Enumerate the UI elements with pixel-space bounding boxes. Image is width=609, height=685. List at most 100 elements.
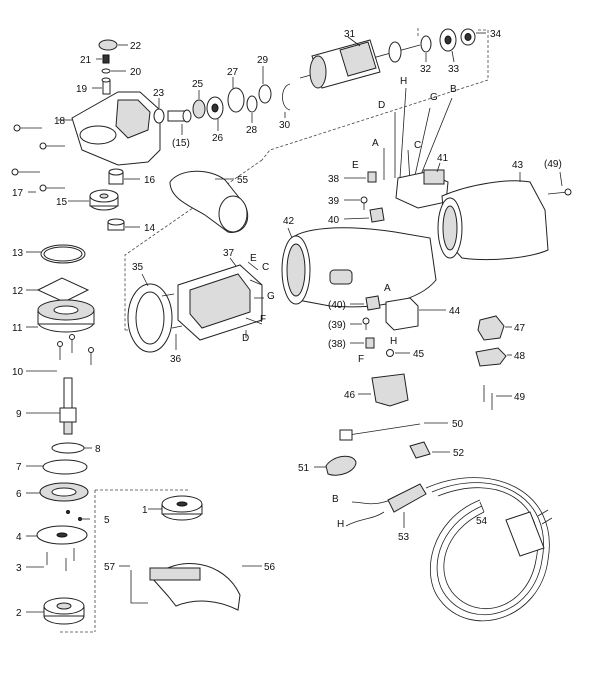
part-36-screws	[161, 293, 183, 350]
part-32-bearing	[420, 35, 432, 62]
wire-leads-top	[383, 87, 453, 183]
label-55: 55	[237, 175, 249, 186]
part-8-washer	[51, 442, 92, 454]
label-6: 6	[16, 489, 22, 500]
part-50-cable-guard	[339, 422, 448, 441]
label-28: 28	[246, 125, 258, 136]
part-21-spring	[96, 54, 110, 64]
part-39b-screw	[350, 317, 370, 330]
label-14: 14	[144, 223, 156, 234]
part-55-side-handle	[169, 170, 249, 233]
label-7: 7	[16, 462, 22, 473]
part-37-field-coil	[177, 257, 264, 341]
part-22-cap	[98, 39, 128, 51]
part-34-bearing	[460, 28, 486, 46]
part-41-switch-module	[395, 162, 449, 209]
label-50: 50	[452, 419, 464, 430]
label-49b: (49)	[544, 159, 562, 170]
wire-letter-e-coil: E	[250, 253, 257, 264]
label-27: 27	[227, 67, 239, 78]
part-49-screws	[483, 385, 512, 410]
part-20-washer	[101, 68, 126, 74]
label-12: 12	[12, 286, 24, 297]
part-26-bearing	[206, 96, 224, 131]
part-3-screws	[26, 548, 75, 571]
label-9: 9	[16, 409, 22, 420]
part-17-screws-top	[11, 124, 65, 193]
wire-letter-f-mid: F	[358, 354, 364, 365]
part-33-bearing	[439, 28, 457, 63]
label-54: 54	[476, 516, 488, 527]
label-51: 51	[298, 463, 310, 474]
part-16-bushing	[108, 168, 140, 185]
part-40b-clip	[350, 295, 381, 311]
label-1: 1	[142, 505, 148, 516]
label-39: 39	[328, 196, 340, 207]
label-45: 45	[413, 349, 425, 360]
label-49: 49	[514, 392, 526, 403]
label-46: 46	[344, 390, 356, 401]
part-40-clip	[343, 207, 385, 223]
label-36: 36	[170, 354, 182, 365]
part-30-clip	[282, 83, 291, 118]
part-5-pins	[66, 510, 90, 521]
part-35-baffle	[127, 273, 173, 353]
label-57: 57	[104, 562, 116, 573]
label-33: 33	[448, 64, 460, 75]
label-42: 42	[283, 216, 295, 227]
part-11-bearing-flange	[26, 299, 95, 333]
wire-letter-g-coil: G	[267, 291, 275, 302]
wire-letter-h-top: H	[400, 76, 407, 87]
label-10: 10	[12, 367, 24, 378]
part-53-cable-sleeve	[345, 483, 427, 528]
part-46-cable-clamp	[358, 373, 409, 407]
label-39b: (39)	[328, 320, 346, 331]
label-18: 18	[54, 116, 66, 127]
part-47-brush-holder	[477, 315, 512, 341]
part-49-screw-top	[547, 171, 572, 196]
part-12-gasket	[26, 277, 90, 303]
part-9-spindle	[26, 377, 77, 435]
label-4: 4	[16, 532, 22, 543]
part-4-flange-plate	[26, 525, 88, 545]
part-43-rear-cover	[437, 172, 549, 261]
wire-letter-d-top: D	[378, 100, 385, 111]
wire-letter-b-cord: B	[332, 494, 339, 505]
label-11: 11	[12, 323, 23, 334]
label-5: 5	[104, 515, 110, 526]
part-38b-terminal	[350, 337, 375, 349]
label-53: 53	[398, 532, 410, 543]
part-10-screws	[26, 334, 94, 372]
wire-letter-b-top: B	[450, 84, 457, 95]
label-30: 30	[279, 120, 291, 131]
label-16: 16	[144, 175, 156, 186]
label-40b: (40)	[328, 300, 346, 311]
label-15b: (15)	[172, 138, 190, 149]
label-48: 48	[514, 351, 526, 362]
part-1-flange-nut	[148, 495, 203, 521]
part-44-capacitor	[385, 297, 446, 331]
part-28-washer	[246, 95, 258, 123]
label-38: 38	[328, 174, 340, 185]
label-13: 13	[12, 248, 24, 259]
part-25-bearing	[192, 90, 206, 119]
label-44: 44	[449, 306, 461, 317]
part-52-strain-relief	[409, 441, 450, 459]
part-18-gear-housing	[58, 91, 161, 166]
label-38b: (38)	[328, 339, 346, 350]
part-57-pin-wrench	[119, 565, 148, 604]
label-43: 43	[512, 160, 524, 171]
wire-letter-e-top: E	[352, 160, 359, 171]
label-56: 56	[264, 562, 276, 573]
label-2: 2	[16, 608, 22, 619]
part-29-washer	[258, 66, 272, 104]
part-56-wheel-guard	[149, 563, 262, 611]
wire-letter-d-coil: D	[242, 333, 249, 344]
part-14-bearing	[107, 218, 140, 231]
label-47: 47	[514, 323, 526, 334]
wire-letter-labels: A B C D E G H E C G F D A F H B H	[242, 76, 457, 530]
part-13-ring	[26, 244, 86, 264]
wire-letter-c-top: C	[414, 140, 421, 151]
label-3: 3	[16, 563, 22, 574]
